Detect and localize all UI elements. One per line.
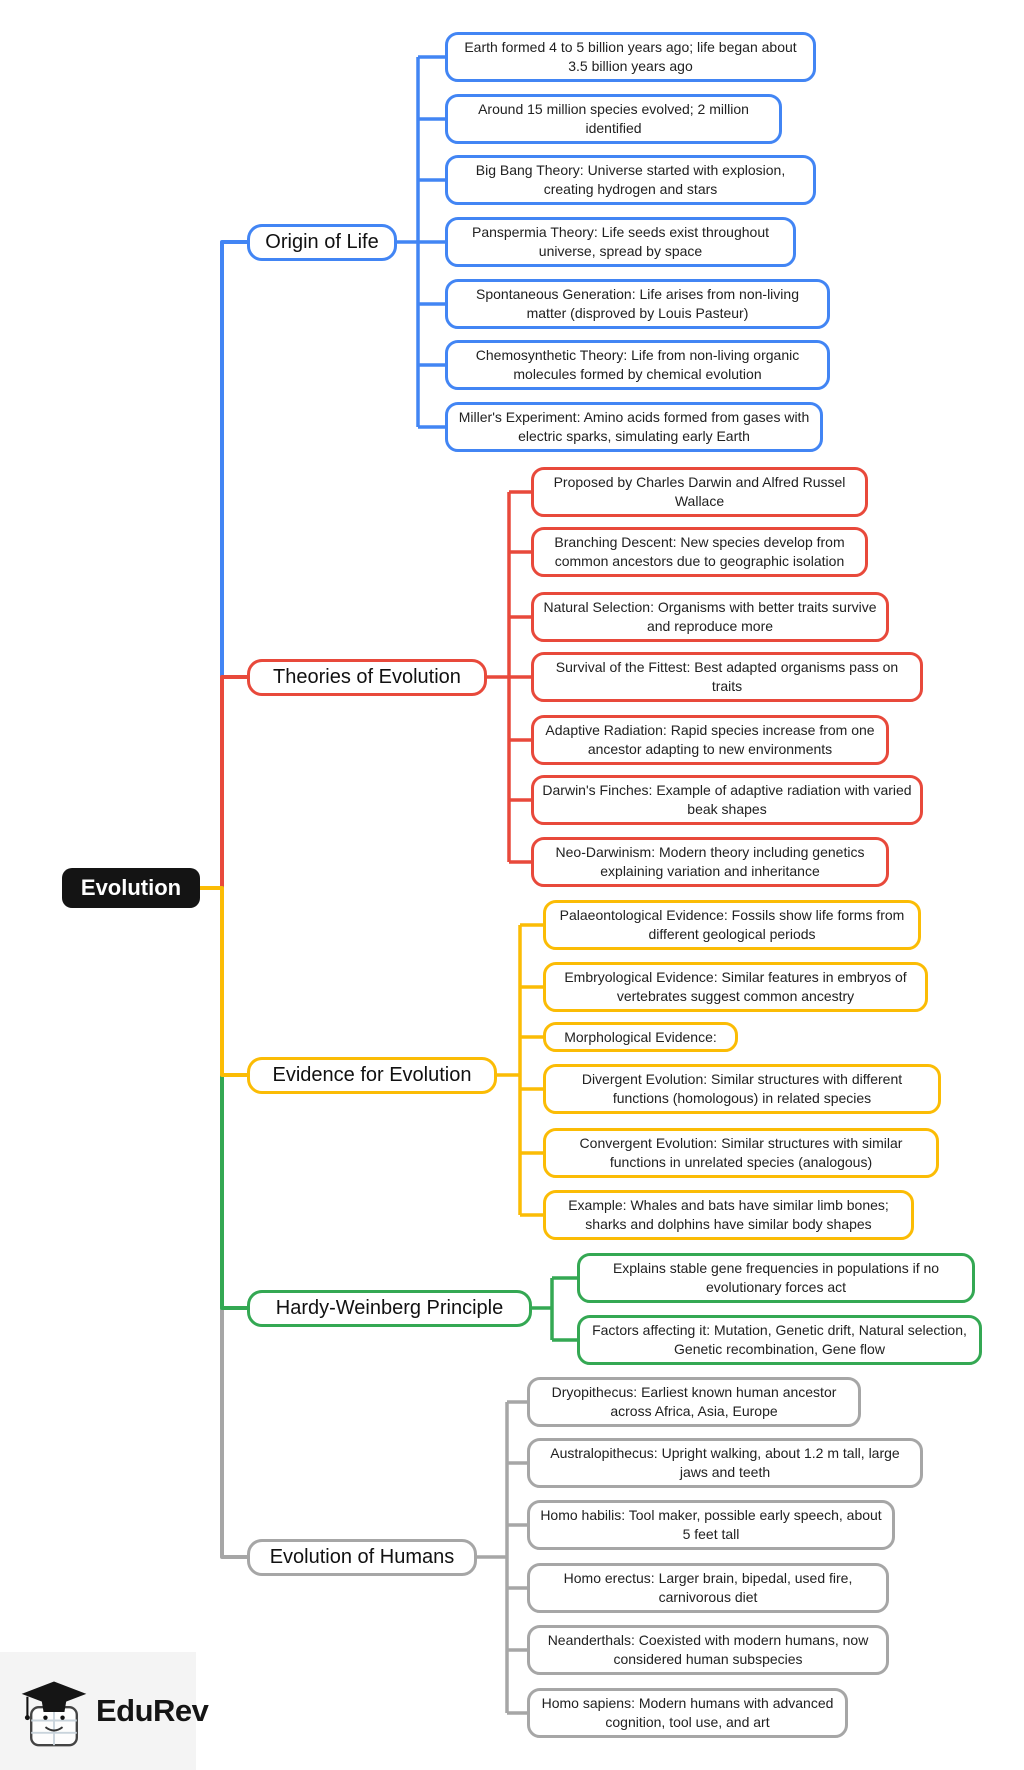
edurev-logo-text: EduRev [96, 1693, 209, 1728]
leaf-node: Homo sapiens: Modern humans with advance… [527, 1688, 848, 1738]
branch-label-evolution-of-humans: Evolution of Humans [247, 1539, 477, 1576]
leaf-node: Adaptive Radiation: Rapid species increa… [531, 715, 889, 765]
branch-label-theories-of-evolution: Theories of Evolution [247, 659, 487, 696]
leaf-node: Factors affecting it: Mutation, Genetic … [577, 1315, 982, 1365]
leaf-node: Earth formed 4 to 5 billion years ago; l… [445, 32, 816, 82]
leaf-node: Chemosynthetic Theory: Life from non-liv… [445, 340, 830, 390]
leaf-node: Convergent Evolution: Similar structures… [543, 1128, 939, 1178]
leaf-node: Dryopithecus: Earliest known human ances… [527, 1377, 861, 1427]
leaf-node: Palaeontological Evidence: Fossils show … [543, 900, 921, 950]
leaf-node: Morphological Evidence: [543, 1022, 738, 1052]
branch-label-evidence-for-evolution: Evidence for Evolution [247, 1057, 497, 1094]
root-node: Evolution [62, 868, 200, 908]
leaf-node: Divergent Evolution: Similar structures … [543, 1064, 941, 1114]
leaf-node: Explains stable gene frequencies in popu… [577, 1253, 975, 1303]
leaf-node: Big Bang Theory: Universe started with e… [445, 155, 816, 205]
leaf-node: Panspermia Theory: Life seeds exist thro… [445, 217, 796, 267]
leaf-node: Example: Whales and bats have similar li… [543, 1190, 914, 1240]
leaf-node: Natural Selection: Organisms with better… [531, 592, 889, 642]
leaf-node: Homo erectus: Larger brain, bipedal, use… [527, 1563, 889, 1613]
leaf-node: Darwin's Finches: Example of adaptive ra… [531, 775, 923, 825]
branch-label-hardy-weinberg: Hardy-Weinberg Principle [247, 1290, 532, 1327]
leaf-node: Around 15 million species evolved; 2 mil… [445, 94, 782, 144]
leaf-node: Embryological Evidence: Similar features… [543, 962, 928, 1012]
leaf-node: Neanderthals: Coexisted with modern huma… [527, 1625, 889, 1675]
edurev-mascot-icon [21, 1681, 87, 1747]
leaf-node: Survival of the Fittest: Best adapted or… [531, 652, 923, 702]
leaf-node: Homo habilis: Tool maker, possible early… [527, 1500, 895, 1550]
leaf-node: Neo-Darwinism: Modern theory including g… [531, 837, 889, 887]
leaf-node: Branching Descent: New species develop f… [531, 527, 868, 577]
branch-label-origin-of-life: Origin of Life [247, 224, 397, 261]
leaf-node: Australopithecus: Upright walking, about… [527, 1438, 923, 1488]
leaf-node: Miller's Experiment: Amino acids formed … [445, 402, 823, 452]
edurev-logo: EduRev [0, 1652, 209, 1770]
leaf-node: Proposed by Charles Darwin and Alfred Ru… [531, 467, 868, 517]
leaf-node: Spontaneous Generation: Life arises from… [445, 279, 830, 329]
